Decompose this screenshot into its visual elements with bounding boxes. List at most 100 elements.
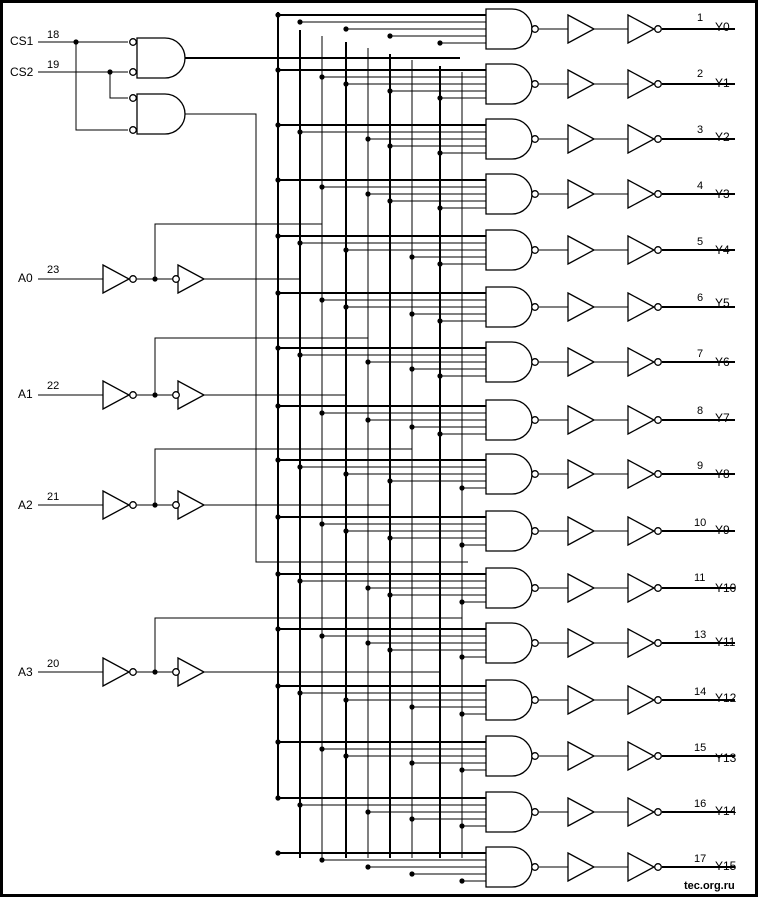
inverter-gate <box>627 13 656 45</box>
junction-bus <box>343 697 349 703</box>
wire-cs2-branch <box>109 72 128 99</box>
buffer-gate <box>567 123 596 155</box>
junction-bus <box>409 704 415 710</box>
junction-bus <box>459 767 465 773</box>
junction-bus <box>459 654 465 660</box>
inverter-bubble <box>654 190 662 198</box>
and-gate-enable-2 <box>136 93 186 135</box>
junction-bus <box>343 753 349 759</box>
junction-bus <box>409 311 415 317</box>
inverter-gate <box>102 489 131 521</box>
junction-bus <box>297 19 303 25</box>
junction-bus <box>275 290 281 296</box>
pin-number-y8: 9 <box>697 460 703 472</box>
pin-number-a1: 22 <box>47 380 59 392</box>
inverter-bubble <box>531 470 539 478</box>
pin-number-a0: 23 <box>47 264 59 276</box>
junction-bus <box>275 739 281 745</box>
pin-number-y6: 7 <box>697 348 703 360</box>
junction-bus <box>275 345 281 351</box>
buffer-gate <box>567 684 596 716</box>
inverter-bubble <box>129 275 137 283</box>
inverter-bubble <box>129 68 137 76</box>
input-label-a1: A1 <box>18 387 33 401</box>
inverter-gate <box>627 123 656 155</box>
output-label-y13: Y13 <box>715 751 737 765</box>
inverter-bubble <box>654 303 662 311</box>
junction-cs2 <box>107 69 113 75</box>
junction-bus <box>343 81 349 87</box>
output-label-y0: Y0 <box>715 20 730 34</box>
inverter-gate <box>627 291 656 323</box>
output-label-y12: Y12 <box>715 691 737 705</box>
output-label-y1: Y1 <box>715 76 730 90</box>
junction-bus <box>459 711 465 717</box>
pin-number-y13: 15 <box>694 742 706 754</box>
output-label-y3: Y3 <box>715 187 730 201</box>
input-label-a2: A2 <box>18 498 33 512</box>
pin-number-y2: 3 <box>697 124 703 136</box>
inverter-gate <box>627 572 656 604</box>
inverter-bubble <box>531 808 539 816</box>
pin-number-y14: 16 <box>694 798 706 810</box>
inverter-bubble <box>172 668 180 676</box>
inverter-gate <box>627 627 656 659</box>
junction-bus <box>365 864 371 870</box>
junction-bus <box>409 366 415 372</box>
pin-number-y9: 10 <box>694 517 706 529</box>
junction-bus <box>387 88 393 94</box>
buffer-gate <box>567 740 596 772</box>
output-label-y6: Y6 <box>715 355 730 369</box>
inverter-bubble <box>129 126 137 134</box>
inverter-bubble <box>129 668 137 676</box>
wire-cs1-branch <box>75 42 128 131</box>
output-label-y10: Y10 <box>715 581 737 595</box>
inverter-bubble <box>531 303 539 311</box>
junction-bus <box>297 129 303 135</box>
input-label-cs1: CS1 <box>10 34 34 48</box>
junction-bus <box>319 521 325 527</box>
inverter-gate <box>627 346 656 378</box>
inverter-gate <box>627 684 656 716</box>
buffer-gate <box>567 234 596 266</box>
inverter-bubble <box>531 358 539 366</box>
junction-bus <box>387 592 393 598</box>
output-label-y4: Y4 <box>715 243 730 257</box>
junction-bus <box>409 760 415 766</box>
junction-bus <box>459 823 465 829</box>
inverter-bubble <box>172 275 180 283</box>
inverter-bubble <box>172 501 180 509</box>
junction-bus <box>387 33 393 39</box>
inverter-bubble <box>129 391 137 399</box>
junction-bus <box>275 795 281 801</box>
junction-bus <box>437 205 443 211</box>
junction-bus <box>365 640 371 646</box>
junction-bus <box>437 261 443 267</box>
pin-number-y7: 8 <box>697 405 703 417</box>
junction-bus <box>343 471 349 477</box>
buffer-gate <box>567 572 596 604</box>
wire-address-complement-feed <box>154 617 462 672</box>
inverter-bubble <box>531 863 539 871</box>
junction-bus <box>275 626 281 632</box>
pin-number-y10: 11 <box>694 572 705 584</box>
pin-number-a3: 20 <box>47 658 59 670</box>
inverter-bubble <box>129 94 137 102</box>
inverter-bubble <box>654 416 662 424</box>
output-label-y9: Y9 <box>715 523 730 537</box>
junction-bus <box>343 26 349 32</box>
inverter-bubble <box>654 135 662 143</box>
inverter-bubble <box>531 527 539 535</box>
inverter-bubble <box>654 470 662 478</box>
junction-bus <box>437 150 443 156</box>
watermark: tec.org.ru <box>684 880 735 892</box>
inverter-bubble <box>531 584 539 592</box>
junction-bus <box>275 403 281 409</box>
junction-bus <box>459 878 465 884</box>
junction-bus <box>343 304 349 310</box>
pin-number-y3: 4 <box>697 180 703 192</box>
junction-bus <box>275 12 281 18</box>
junction-bus <box>437 373 443 379</box>
